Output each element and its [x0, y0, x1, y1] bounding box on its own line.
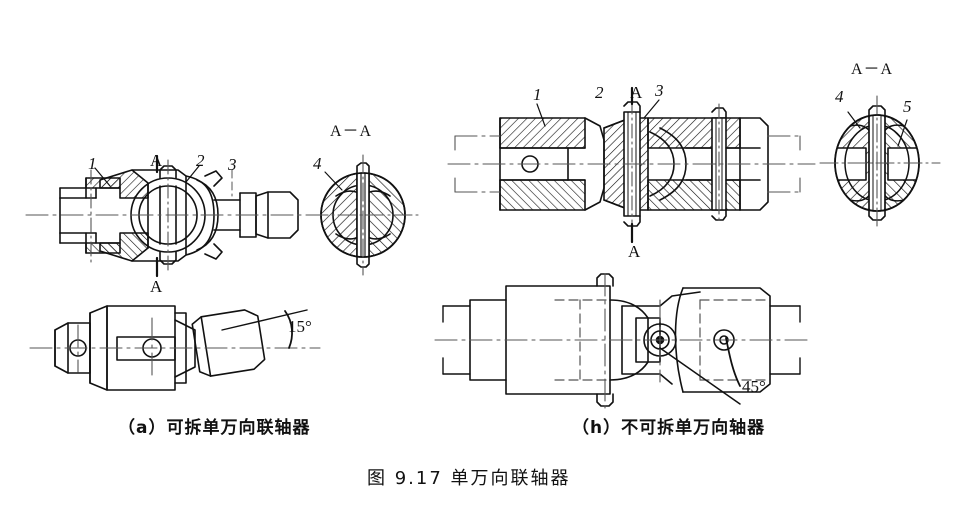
view-a-section-leader [324, 171, 343, 191]
label-a-angle-15deg: 15° [288, 317, 312, 336]
label-a-part-3: 3 [228, 155, 237, 174]
view-b-section-centerline [819, 95, 941, 229]
view-a-top-vertical-centerlines [90, 159, 169, 273]
view-b-section-leaders [847, 111, 908, 147]
view-b-leaders [536, 99, 660, 127]
label-a-section-mark-top: A [150, 151, 163, 170]
subfigure-a-caption: （a）可拆单万向联轴器 [118, 418, 311, 438]
view-b-top-vertical-centerlines [631, 99, 720, 229]
label-b-section-mark-top: A [630, 83, 643, 102]
view-b-angle-annotation [659, 337, 741, 405]
label-b-section-title: A－A [851, 61, 894, 78]
view-a-angle-annotation [221, 309, 308, 349]
label-a-section-mark-bottom: A [150, 277, 163, 296]
label-a-part-2: 2 [196, 151, 205, 170]
label-b-angle-45deg: 45° [742, 377, 766, 396]
label-a-part-4: 4 [313, 154, 322, 173]
view-a-bottom-centerline [29, 317, 321, 381]
label-b-part-5: 5 [903, 97, 912, 116]
label-b-section-mark-bottom: A [628, 242, 641, 261]
subfigure-b-caption: （h）不可拆单万向轴器 [572, 418, 766, 438]
figure-caption: 图 9.17 单万向联轴器 [367, 468, 571, 489]
view-b-bottom-centerline [434, 273, 813, 409]
label-a-section-title: A－A [330, 123, 373, 140]
label-b-part-1: 1 [533, 85, 542, 104]
view-a-section-centerline [309, 154, 421, 276]
label-b-part-4: 4 [835, 87, 844, 106]
view-b-top-phantom-shafts [454, 135, 801, 193]
view-a-leaders [94, 165, 200, 187]
label-b-part-3: 3 [655, 81, 664, 100]
label-a-part-1: 1 [88, 154, 97, 173]
label-b-part-2: 2 [595, 83, 604, 102]
